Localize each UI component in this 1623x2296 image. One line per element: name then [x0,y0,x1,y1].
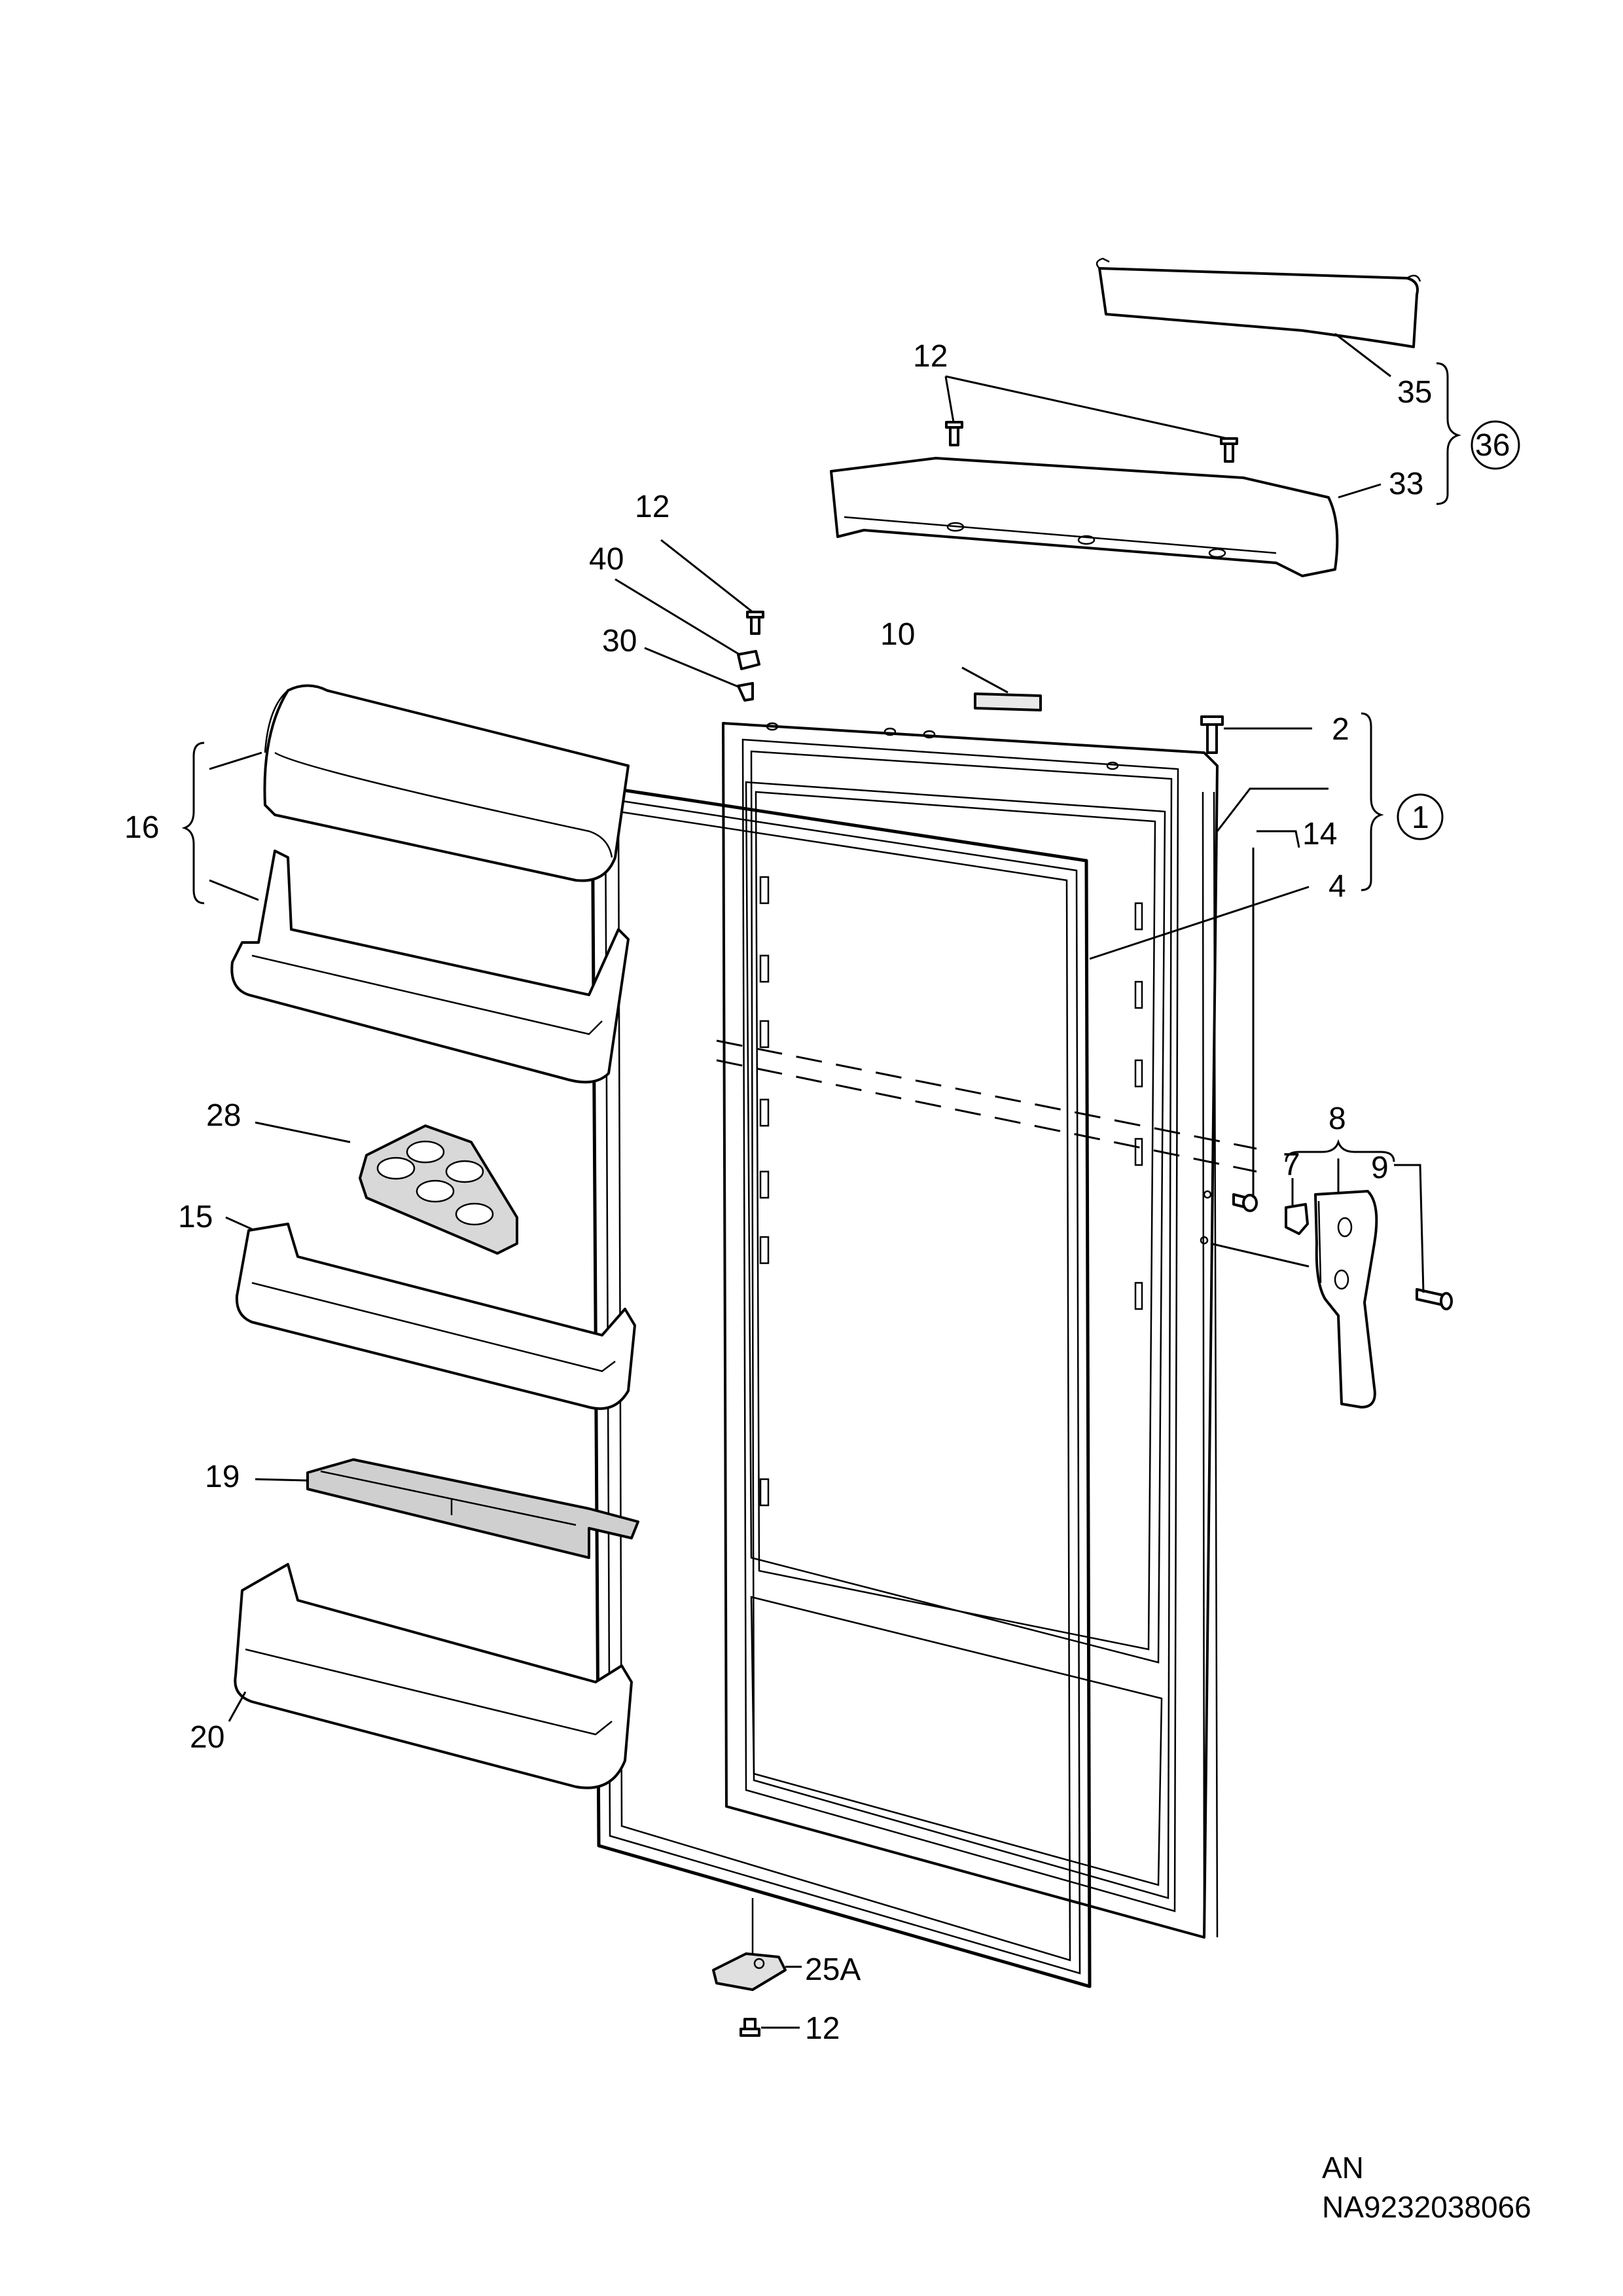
leader-lines [209,332,1425,2029]
part-bottle-shelf-20 [234,1563,633,1789]
label-35: 35 [1397,375,1432,410]
part-bottle-retainer-19 [306,1458,639,1559]
part-screw-12-bottom [740,2018,760,2037]
part-spacer-40 [737,650,760,670]
braces [181,362,1462,1162]
label-9: 9 [1371,1151,1389,1185]
hole [1200,1236,1209,1245]
label-15: 15 [178,1200,213,1234]
label-12-top: 12 [913,339,948,374]
part-door-assembly-1 [722,722,1219,1939]
label-12-bottom: 12 [805,2011,840,2046]
label-40: 40 [589,542,624,577]
label-12-hinge: 12 [635,490,669,524]
label-1: 1 [1412,800,1429,835]
part-label-strip-10 [974,692,1042,711]
label-8: 8 [1329,1102,1346,1136]
part-top-cover-35 [1096,257,1421,348]
label-10: 10 [880,617,915,652]
part-screw-9 [1416,1288,1453,1310]
label-33: 33 [1389,467,1423,501]
part-screw-12-hinge [746,611,764,635]
part-bottle-shelf-15 [235,1223,636,1410]
circle-36 [1471,420,1520,470]
hidden-line [716,1039,1257,1150]
label-14: 14 [1302,817,1337,852]
part-dairy-shelf-16 [230,850,630,1084]
circle-1 [1397,793,1444,840]
label-30: 30 [602,624,637,658]
part-door-gasket-4 [590,783,1092,1988]
label-28: 28 [206,1098,241,1133]
label-25a: 25A [805,1952,861,1987]
part-bottom-hinge-25a [712,1952,787,1991]
part-hinge-pin-30 [737,682,754,702]
label-19: 19 [205,1460,240,1494]
part-handle-assembly-8 [1314,1190,1378,1408]
diagram-code-line1: AN [1322,2151,1364,2185]
part-dairy-lid-16 [263,684,630,882]
part-screw-12-top-left [945,421,963,446]
hole [1203,1190,1212,1199]
label-7: 7 [1283,1147,1300,1182]
label-36: 36 [1475,428,1510,463]
part-screw-14 [1232,1193,1258,1212]
diagram-code-line2: NA9232038066 [1322,2190,1531,2224]
label-2: 2 [1332,712,1349,747]
part-clip-7 [1285,1203,1309,1235]
label-20: 20 [190,1720,224,1755]
hidden-line-2 [716,1059,1257,1173]
part-hinge-pin-2 [1200,715,1224,754]
part-screw-12-top-right [1220,437,1238,463]
part-egg-tray-28 [359,1124,518,1255]
part-top-trim-33 [830,457,1339,577]
label-4: 4 [1329,869,1346,904]
label-16: 16 [124,810,159,845]
